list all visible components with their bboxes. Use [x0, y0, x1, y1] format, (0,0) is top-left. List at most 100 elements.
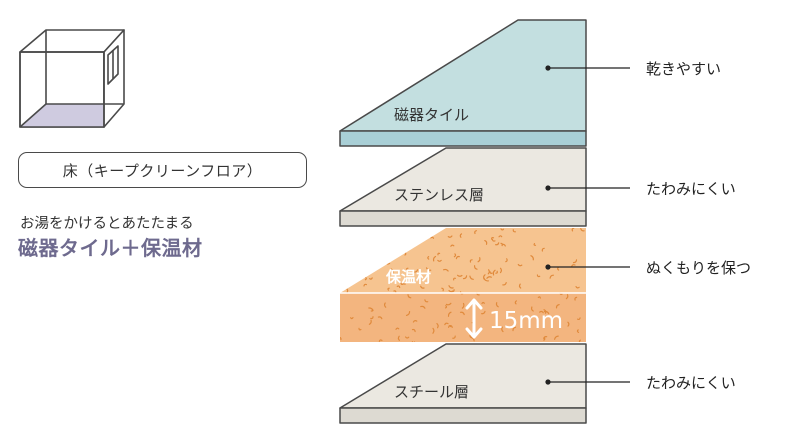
insulation-texture-fleck: [502, 282, 507, 286]
callout-tile: 乾きやすい: [646, 60, 721, 78]
insulation-texture-fleck: [441, 287, 444, 292]
stainless-layer-label: ステンレス層: [394, 186, 484, 204]
insulation-texture-fleck: [437, 259, 442, 262]
insulation-texture-fleck: [430, 236, 435, 239]
insulation-texture-fleck: [370, 252, 375, 255]
insulation-texture-fleck: [501, 326, 504, 333]
insulation-texture-fleck: [554, 335, 559, 340]
insulation-texture-fleck: [474, 230, 477, 235]
insulation-texture-fleck: [498, 235, 503, 238]
insulation-texture-fleck: [412, 320, 418, 323]
insulation-texture-fleck: [411, 328, 416, 333]
insulation-texture-fleck: [495, 270, 498, 274]
insulation-texture-fleck: [358, 327, 362, 331]
insulation-texture-fleck: [370, 316, 374, 320]
insulation-texture-fleck: [444, 305, 448, 309]
insulation-texture-fleck: [363, 249, 366, 253]
insulation-texture-fleck: [400, 282, 404, 286]
floor-label-text: 床（キープクリーンフロア）: [62, 161, 263, 180]
insulation-texture-fleck: [481, 310, 486, 315]
insulation-texture-fleck: [448, 325, 452, 328]
insulation-texture-fleck: [432, 327, 435, 334]
insulation-texture-fleck: [575, 286, 580, 289]
insulation-texture-fleck: [453, 277, 456, 281]
stainless-layer: [339, 147, 587, 227]
callout-leaders: [545, 65, 630, 385]
insulation-texture-fleck: [395, 327, 400, 330]
insulation-texture-fleck: [578, 339, 581, 342]
tile-layer-label: 磁器タイル: [394, 106, 469, 124]
insulation-texture-fleck: [536, 274, 541, 278]
insulation-texture-fleck: [382, 231, 389, 235]
insulation-texture-fleck: [461, 302, 465, 309]
insulation-texture-fleck: [349, 255, 355, 258]
insulation-texture-fleck: [571, 264, 576, 267]
insulation-texture-fleck: [393, 290, 397, 294]
insulation-texture-fleck: [374, 246, 378, 252]
insulation-texture-fleck: [380, 231, 384, 235]
insulation-texture-fleck: [448, 285, 454, 289]
insulation-texture-fleck: [413, 269, 419, 273]
insulation-texture-fleck: [349, 270, 353, 276]
insulation-texture-fleck: [487, 269, 490, 275]
thickness-arrow: [465, 298, 483, 339]
insulation-texture-fleck: [359, 243, 363, 248]
insulation-texture-fleck: [444, 322, 449, 326]
insulation-texture-fleck: [350, 317, 354, 320]
insulation-texture-fleck: [574, 296, 578, 301]
thickness-label: 15mm: [489, 308, 563, 334]
insulation-texture-fleck: [572, 259, 578, 264]
insulation-texture-fleck: [505, 258, 508, 263]
insulation-texture-fleck: [397, 335, 400, 341]
insulation-texture-fleck: [424, 299, 429, 303]
insulation-texture-fleck: [447, 235, 453, 238]
insulation-texture-fleck: [390, 268, 394, 274]
insulation-texture-fleck: [577, 317, 581, 321]
insulation-texture-fleck: [342, 255, 347, 259]
insulation-texture-fleck: [387, 287, 390, 291]
insulation-texture-fleck: [567, 321, 570, 327]
insulation-texture-fleck: [530, 306, 534, 312]
insulation-texture-fleck: [518, 283, 522, 289]
steel-layer: [339, 343, 587, 424]
insulation-texture-fleck: [539, 310, 544, 314]
insulation-texture-fleck: [420, 230, 426, 234]
insulation-texture-fleck: [396, 285, 401, 289]
insulation-texture-fleck: [469, 334, 474, 338]
insulation-texture-fleck: [486, 276, 492, 279]
insulation-texture-fleck: [364, 276, 367, 281]
insulation-texture-fleck: [533, 243, 537, 246]
insulation-texture-fleck: [367, 264, 371, 268]
insulation-texture-fleck: [369, 277, 373, 280]
callout-insulation: ぬくもりを保つ: [646, 259, 751, 277]
insulation-texture-fleck: [452, 335, 456, 339]
insulation-texture-fleck: [420, 305, 426, 309]
insulation-texture-fleck: [340, 336, 342, 341]
insulation-texture-fleck: [368, 319, 372, 325]
insulation-texture-fleck: [383, 302, 387, 308]
insulation-layer: [340, 228, 586, 342]
insulation-texture-fleck: [445, 302, 452, 306]
insulation-texture-fleck: [469, 275, 474, 280]
insulation-texture-fleck: [512, 229, 516, 233]
insulation-texture-fleck: [495, 302, 499, 308]
insulation-texture-fleck: [459, 311, 465, 316]
insulation-texture-fleck: [555, 304, 560, 309]
insulation-texture-fleck: [450, 244, 455, 247]
insulation-texture-fleck: [576, 329, 580, 333]
insulation-texture-fleck: [420, 285, 425, 289]
insulation-texture-fleck: [543, 336, 548, 340]
insulation-texture-fleck: [425, 267, 432, 271]
insulation-texture-fleck: [473, 265, 478, 270]
insulation-texture-fleck: [422, 237, 425, 241]
insulation-texture-fleck: [347, 269, 354, 272]
insulation-texture-fleck: [342, 261, 346, 264]
caption: お湯をかけるとあたたまる: [20, 216, 194, 232]
insulation-texture-fleck: [500, 242, 504, 247]
insulation-texture-fleck: [571, 228, 575, 232]
insulation-texture-fleck: [459, 233, 463, 238]
insulation-texture-fleck: [469, 259, 473, 263]
insulation-texture-fleck: [517, 263, 523, 267]
insulation-texture-fleck: [499, 267, 502, 274]
insulation-texture-fleck: [484, 240, 488, 245]
